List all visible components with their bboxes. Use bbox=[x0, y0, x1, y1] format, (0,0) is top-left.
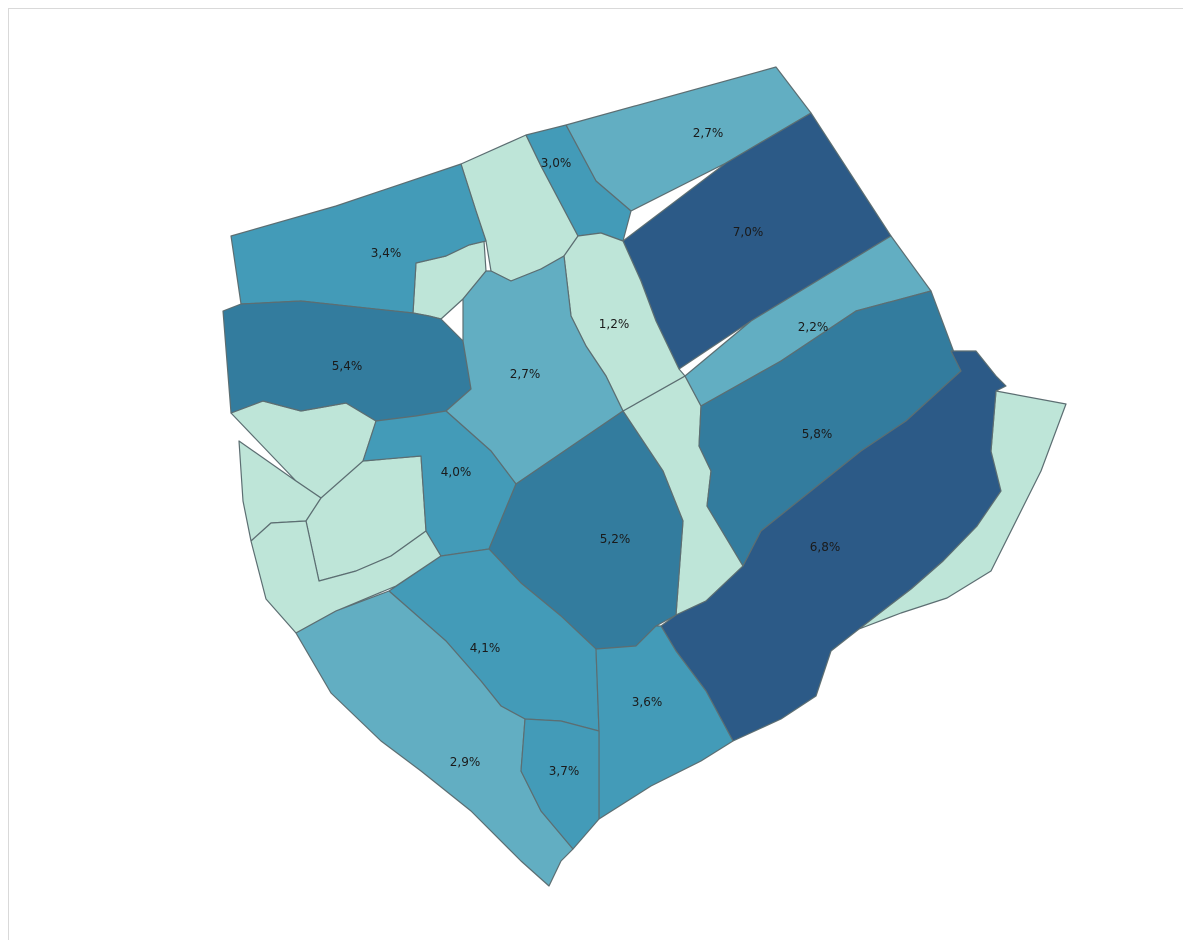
label-w-center: 4,0% bbox=[441, 465, 472, 479]
label-n-strip: 1,2% bbox=[599, 317, 630, 331]
label-ne-big: 7,0% bbox=[733, 225, 764, 239]
label-n-small: 3,0% bbox=[541, 156, 572, 170]
label-s-center: 4,1% bbox=[470, 641, 501, 655]
label-center-n: 2,7% bbox=[510, 367, 541, 381]
label-sw: 2,9% bbox=[450, 755, 481, 769]
region-labels: 2,7% 3,0% 3,4% 7,0% 1,2% 2,2% 5,4% 2,7% … bbox=[332, 126, 841, 778]
choropleth-map: 2,7% 3,0% 3,4% 7,0% 1,2% 2,2% 5,4% 2,7% … bbox=[222, 66, 1067, 887]
region-se-big bbox=[660, 350, 1007, 742]
label-center: 5,2% bbox=[600, 532, 631, 546]
label-ne-top: 2,7% bbox=[693, 126, 724, 140]
label-e-band: 2,2% bbox=[798, 320, 829, 334]
label-nw-top: 3,4% bbox=[371, 246, 402, 260]
labeled-regions bbox=[222, 66, 1007, 887]
map-panel: 2,7% 3,0% 3,4% 7,0% 1,2% 2,2% 5,4% 2,7% … bbox=[8, 8, 1183, 940]
region-center-n bbox=[445, 255, 624, 485]
label-w-mid: 5,4% bbox=[332, 359, 363, 373]
unlabeled-regions bbox=[230, 134, 1067, 634]
label-s-small: 3,7% bbox=[549, 764, 580, 778]
label-se-big: 6,8% bbox=[810, 540, 841, 554]
label-s-east: 3,6% bbox=[632, 695, 663, 709]
label-e-mid: 5,8% bbox=[802, 427, 833, 441]
region-s-small bbox=[520, 718, 600, 850]
